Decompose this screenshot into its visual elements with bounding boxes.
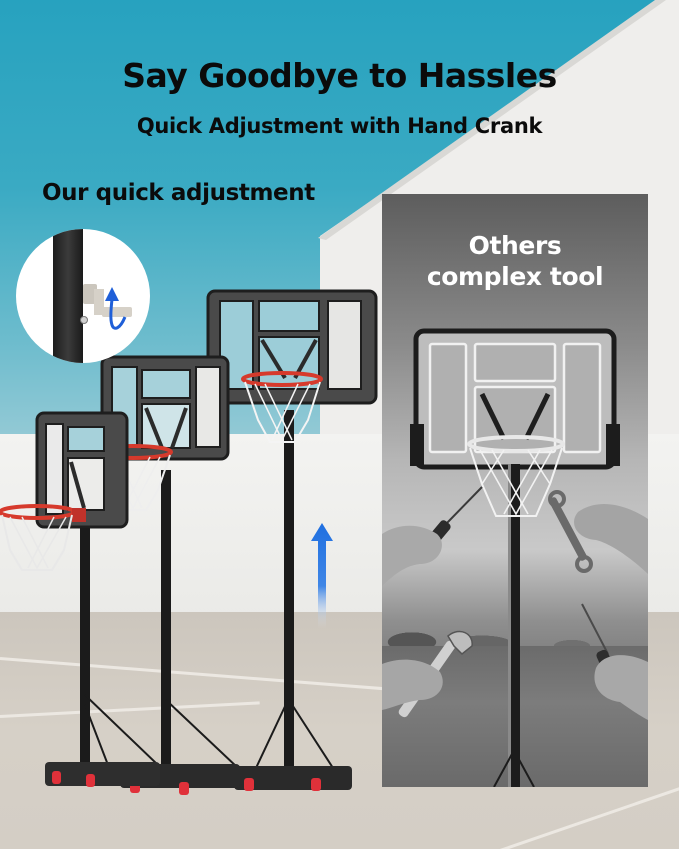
- screwdriver-bottom-right: [581, 603, 648, 720]
- adjustable-wrench-bottom-left: [382, 630, 473, 718]
- bolt: [80, 316, 88, 324]
- headline: Say Goodbye to Hassles: [122, 56, 557, 95]
- crank-handle: [102, 307, 132, 317]
- wrench-top-right: [548, 490, 648, 574]
- subheadline: Quick Adjustment with Hand Crank: [136, 114, 543, 138]
- our-adjustment-label: Our quick adjustment: [42, 180, 315, 206]
- hand-crank-inset: [16, 229, 150, 363]
- crank-housing: [83, 284, 97, 304]
- hoop-high: [206, 289, 378, 791]
- others-comparison-panel: Others complex tool: [382, 194, 648, 787]
- others-label-line2: complex tool: [426, 262, 604, 291]
- hoop-mid: [93, 355, 240, 795]
- rotate-arrow-icon: [105, 287, 127, 330]
- screwdriver-top-left: [382, 486, 483, 586]
- others-hoop-illustration: [382, 328, 648, 787]
- height-up-arrow-icon: [311, 523, 333, 628]
- others-label: Others complex tool: [382, 230, 648, 292]
- pole-closeup: [53, 229, 83, 363]
- others-label-line1: Others: [468, 231, 562, 260]
- crank-arm: [94, 289, 104, 315]
- hoop-low: [0, 411, 160, 787]
